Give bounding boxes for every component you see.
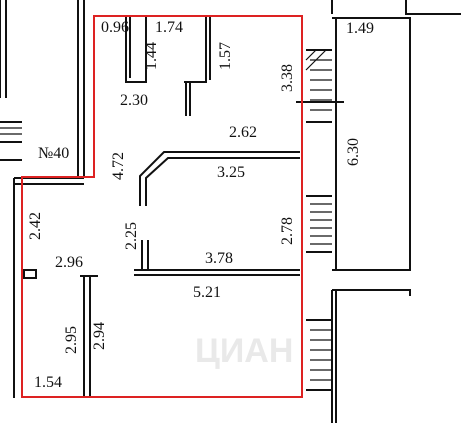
dimension-2-25: 2.25 [123,222,140,250]
dimension-0-96: 0.96 [101,19,129,36]
stairs-top [296,49,344,123]
room-number-label: №40 [38,145,69,162]
dimension-2-62: 2.62 [229,124,257,141]
dimension-2-30: 2.30 [120,92,148,109]
dimension-2-95: 2.95 [63,326,80,354]
apartment-outline [21,15,303,398]
dimension-3-38: 3.38 [279,64,296,92]
dimension-2-94: 2.94 [91,322,108,350]
dimension-1-49: 1.49 [346,20,374,37]
dimension-3-25: 3.25 [217,164,245,181]
dimension-1-44: 1.44 [143,42,160,70]
dimension-6-30: 6.30 [345,138,362,166]
dimension-2-42: 2.42 [27,212,44,240]
neighbor-walls-right [331,0,461,423]
dimension-5-21: 5.21 [193,284,221,301]
watermark-text: ЦИАН [195,332,293,370]
dimension-2-96: 2.96 [55,254,83,271]
dimension-1-74: 1.74 [155,19,183,36]
interior-walls [23,16,300,398]
stairs-bottom [306,319,332,391]
stairs-middle [306,195,332,253]
dimension-4-72: 4.72 [110,152,127,180]
dimension-2-78: 2.78 [279,217,296,245]
dimension-1-54: 1.54 [34,374,62,391]
dimension-1-57: 1.57 [217,42,234,70]
dimension-3-78: 3.78 [205,250,233,267]
